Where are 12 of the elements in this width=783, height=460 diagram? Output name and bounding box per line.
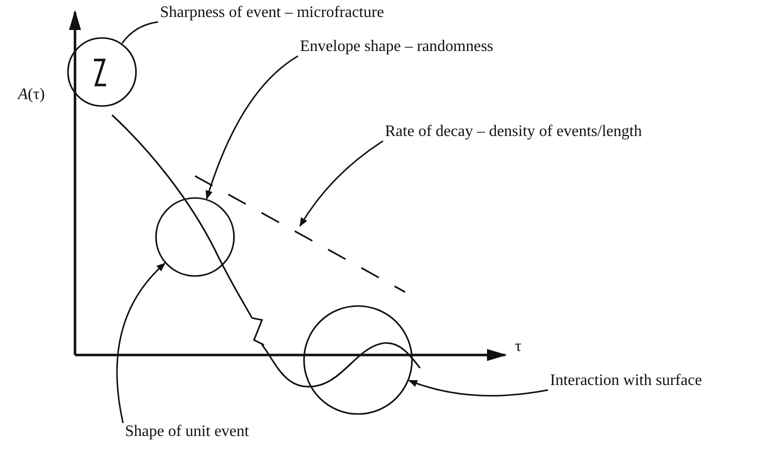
leader-line [299,140,384,227]
annotation-label: Envelope shape – randomness [300,38,494,56]
axis-label: τ [515,338,522,356]
annotation-label: Sharpness of event – microfracture [160,4,384,22]
annotation-label: Shape of unit event [125,423,249,441]
leader-line [116,262,166,424]
leader-line [206,55,298,200]
annotation-label: Rate of decay – density of events/length [385,123,642,141]
annotation-label: Interaction with surface [550,372,702,390]
axis-label: A(τ) [18,86,45,104]
leader-line [408,380,548,396]
leader-line [122,21,158,44]
